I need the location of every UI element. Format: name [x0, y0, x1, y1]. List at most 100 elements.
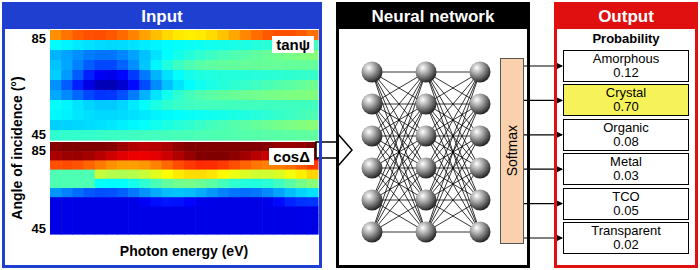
heat-cell: [206, 110, 218, 121]
heat-cell: [262, 90, 274, 101]
heat-cell: [273, 216, 285, 226]
heat-cell: [218, 151, 230, 161]
heat-cell: [106, 90, 118, 101]
heat-cell: [173, 225, 185, 235]
heat-cell: [229, 188, 241, 198]
heat-cell: [139, 206, 151, 216]
heat-cell: [240, 100, 252, 111]
heat-cell: [151, 142, 163, 152]
heat-cell: [273, 130, 285, 141]
heat-cell: [240, 197, 252, 207]
heat-cell: [151, 179, 163, 189]
heat-cell: [307, 216, 319, 226]
heat-cell: [117, 179, 129, 189]
heat-cell: [273, 188, 285, 198]
heat-cell: [95, 80, 107, 91]
heat-cell: [307, 60, 319, 71]
heat-cell: [84, 60, 96, 71]
synapse-line: [426, 72, 480, 168]
heat-cell: [251, 216, 263, 226]
heat-cell: [195, 110, 207, 121]
heat-cell: [72, 30, 84, 41]
heat-cell: [296, 225, 308, 235]
heat-cell: [61, 110, 73, 121]
heat-cell: [162, 197, 174, 207]
heat-cell: [206, 40, 218, 51]
heat-cell: [128, 160, 140, 170]
heat-cell: [95, 170, 107, 180]
heat-cell: [285, 60, 297, 71]
heat-cell: [72, 170, 84, 180]
heat-cell: [307, 70, 319, 81]
heat-cell: [296, 206, 308, 216]
heat-cell: [72, 110, 84, 121]
heat-cell: [50, 80, 62, 91]
heat-cell: [285, 110, 297, 121]
heat-cell: [240, 130, 252, 141]
heat-cell: [151, 30, 163, 41]
heat-cell: [296, 120, 308, 131]
heat-cell: [50, 90, 62, 101]
class-name: Organic: [603, 121, 649, 135]
tick-label: 85: [32, 31, 46, 46]
heat-cell: [240, 70, 252, 81]
heat-cell: [285, 170, 297, 180]
heat-cell: [173, 100, 185, 111]
heat-cell: [296, 60, 308, 71]
heat-cell: [307, 170, 319, 180]
heat-cell: [61, 100, 73, 111]
neuron-sphere: [470, 62, 491, 83]
heat-cell: [173, 130, 185, 141]
heat-cell: [139, 130, 151, 141]
heat-cell: [139, 160, 151, 170]
softmax-bar: Softmax: [500, 58, 524, 244]
heat-cell: [273, 80, 285, 91]
heat-cell: [251, 179, 263, 189]
heat-cell: [139, 120, 151, 131]
heat-cell: [273, 110, 285, 121]
heat-cell: [195, 120, 207, 131]
heat-cell: [106, 60, 118, 71]
heat-cell: [206, 30, 218, 41]
heat-cell: [61, 40, 73, 51]
heat-cell: [184, 225, 196, 235]
heat-cell: [251, 60, 263, 71]
neuron-sphere: [470, 190, 491, 211]
network-panel: Neural networkSoftmax: [336, 2, 530, 268]
heat-cell: [229, 100, 241, 111]
heat-cell: [229, 60, 241, 71]
heat-cell: [117, 151, 129, 161]
heat-cell: [296, 70, 308, 81]
heat-cell: [128, 179, 140, 189]
heat-cell: [206, 50, 218, 61]
tick-label: 45: [32, 127, 46, 142]
heat-cell: [184, 70, 196, 81]
heat-cell: [218, 80, 230, 91]
heat-cell: [296, 130, 308, 141]
heat-cell: [162, 160, 174, 170]
heat-cell: [307, 179, 319, 189]
heat-cell: [117, 170, 129, 180]
heat-cell: [240, 151, 252, 161]
heat-cell: [128, 90, 140, 101]
heat-cell: [195, 80, 207, 91]
heat-cell: [195, 216, 207, 226]
heat-cell: [128, 80, 140, 91]
heat-cell: [162, 90, 174, 101]
panel-title: Input: [141, 7, 183, 27]
heat-cell: [195, 60, 207, 71]
heat-cell: [206, 179, 218, 189]
heat-cell: [240, 40, 252, 51]
heat-cell: [285, 70, 297, 81]
heat-cell: [72, 179, 84, 189]
heat-cell: [72, 197, 84, 207]
heat-cell: [218, 130, 230, 141]
heat-cell: [84, 216, 96, 226]
heat-cell: [128, 197, 140, 207]
heat-cell: [61, 142, 73, 152]
heat-cell: [307, 130, 319, 141]
synapse-line: [426, 136, 480, 232]
heat-cell: [61, 188, 73, 198]
heat-cell: [173, 110, 185, 121]
heat-cell: [173, 188, 185, 198]
